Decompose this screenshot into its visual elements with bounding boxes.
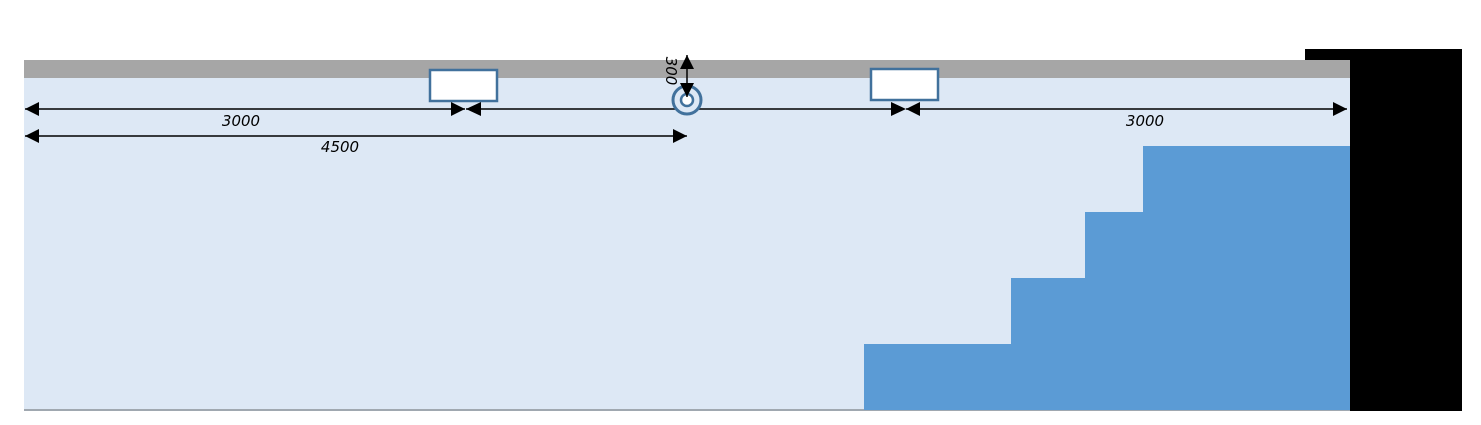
dimension-label-left-3000: 3000: [222, 112, 260, 130]
dimension-label-right-3000: 3000: [1126, 112, 1164, 130]
dimension-label-300: 300: [662, 57, 680, 86]
stairs: [864, 146, 1350, 410]
arrowhead-left-fixture: [466, 102, 481, 116]
wall-cap: [1305, 49, 1462, 60]
wall-right: [1350, 60, 1462, 411]
ceiling-fixture-right: [869, 67, 940, 102]
dimension-label-4500: 4500: [321, 138, 359, 156]
ceiling-fixture-left: [428, 68, 499, 103]
arrowhead-right-fixture: [891, 102, 906, 116]
